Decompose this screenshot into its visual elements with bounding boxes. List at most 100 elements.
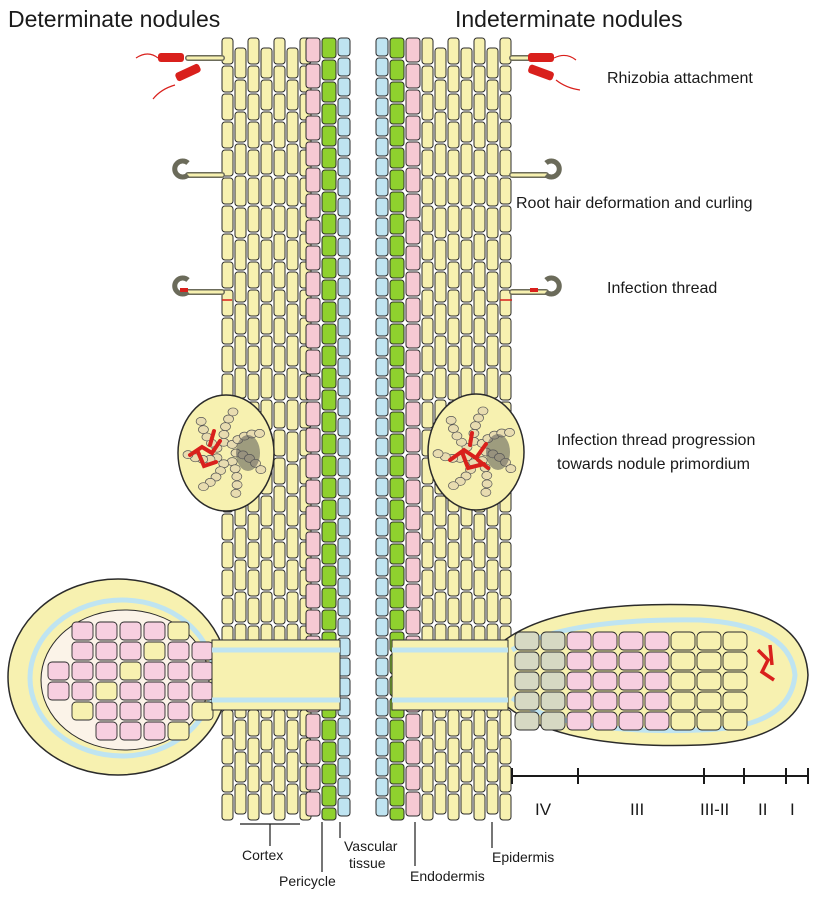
infected-cell <box>567 692 591 710</box>
cortex-cell <box>487 176 498 206</box>
cortex-cell <box>235 208 246 238</box>
endodermis-cell <box>322 192 336 212</box>
vascular-cell <box>338 38 350 56</box>
cortex-cell <box>274 262 285 288</box>
cortex-cell <box>287 432 298 462</box>
endodermis-cell <box>322 742 336 762</box>
endodermis-cell <box>390 302 404 322</box>
prefixation-cell <box>697 692 721 710</box>
infected-cell <box>619 672 643 690</box>
infected-cell <box>96 722 117 740</box>
cortex-cell <box>500 514 511 540</box>
cortex-cell <box>435 560 446 590</box>
vascular-cell <box>376 438 388 456</box>
primordium-cell <box>505 428 515 436</box>
cortex-cell <box>487 528 498 558</box>
infected-cell <box>593 652 617 670</box>
cortex-cell <box>448 262 459 288</box>
vascular-cell <box>376 778 388 796</box>
cortex-cell <box>248 66 259 92</box>
cortex-cell <box>435 176 446 206</box>
cortex-cell <box>261 240 272 270</box>
infected-cell <box>593 632 617 650</box>
vascular-cell <box>376 318 388 336</box>
cortex-cell <box>435 144 446 174</box>
endodermis-cell <box>390 412 404 432</box>
uninfected-cell <box>168 722 189 740</box>
label-rhizobia-attachment: Rhizobia attachment <box>607 70 753 88</box>
infected-cell <box>48 682 69 700</box>
cortex-cell <box>422 318 433 344</box>
cortex-cell <box>500 710 511 736</box>
pericycle-cell <box>406 740 420 764</box>
cortex-cell <box>261 368 272 398</box>
endodermis-cell <box>322 610 336 630</box>
cortex-cell <box>235 48 246 78</box>
endodermis-cell <box>322 346 336 366</box>
vascular-cell <box>376 558 388 576</box>
endodermis-cell <box>390 544 404 564</box>
cortex-cell <box>500 794 511 820</box>
cortex-cell <box>487 144 498 174</box>
endodermis-cell <box>390 566 404 586</box>
cortex-cell <box>435 592 446 622</box>
cortex-cell <box>261 752 272 782</box>
vascular-cell <box>376 698 388 716</box>
endodermis-cell <box>322 500 336 520</box>
cortex-cell <box>448 290 459 316</box>
primordium-cell <box>471 422 481 430</box>
cortex-cell <box>248 514 259 540</box>
cortex-cell <box>474 766 485 792</box>
cortex-cell <box>274 374 285 400</box>
pericycle-cell <box>306 740 320 764</box>
vascular-cell <box>376 378 388 396</box>
cortex-cell <box>461 592 472 622</box>
endodermis-cell <box>390 148 404 168</box>
pericycle-cell <box>306 558 320 582</box>
cortex-cell <box>274 486 285 512</box>
cortex-cell <box>435 80 446 110</box>
cortex-cell <box>274 430 285 456</box>
endodermis-cell <box>322 478 336 498</box>
cortex-cell <box>448 710 459 736</box>
prefixation-cell <box>697 652 721 670</box>
cortex-cell <box>222 206 233 232</box>
cortex-cell <box>261 144 272 174</box>
label-endodermis: Endodermis <box>410 868 485 884</box>
primordium-cell <box>448 482 458 490</box>
cortex-cell <box>448 234 459 260</box>
infected-cell <box>72 622 93 640</box>
cortex-cell <box>500 542 511 568</box>
prefixation-cell <box>723 652 747 670</box>
cortex-cell <box>474 542 485 568</box>
flagellum <box>554 55 576 60</box>
title-determinate: Determinate nodules <box>8 6 220 33</box>
prefixation-cell <box>723 712 747 730</box>
cortex-cell <box>248 374 259 400</box>
cortex-cell <box>261 80 272 110</box>
pericycle-cell <box>406 714 420 738</box>
infected-cell <box>120 722 141 740</box>
primordium-cell <box>474 414 484 422</box>
cortex-cell <box>448 738 459 764</box>
cortex-cell <box>461 368 472 398</box>
prefixation-cell <box>671 692 695 710</box>
cortex-cell <box>461 528 472 558</box>
vascular-cell <box>338 358 350 376</box>
pericycle-cell <box>306 792 320 816</box>
vascular-cell <box>376 278 388 296</box>
cortex-cell <box>422 598 433 624</box>
cortex-cell <box>274 402 285 428</box>
pericycle-cell <box>406 272 420 296</box>
cortex-cell <box>261 592 272 622</box>
cortex-cell <box>435 240 446 270</box>
cortex-cell <box>500 738 511 764</box>
cortex-cell <box>287 528 298 558</box>
endodermis-cell <box>322 302 336 322</box>
infected-cell <box>192 662 213 680</box>
cortex-cell <box>287 240 298 270</box>
vascular-cell <box>338 158 350 176</box>
cortex-cell <box>448 122 459 148</box>
senescent-cell <box>541 652 565 670</box>
cortex-cell <box>222 262 233 288</box>
